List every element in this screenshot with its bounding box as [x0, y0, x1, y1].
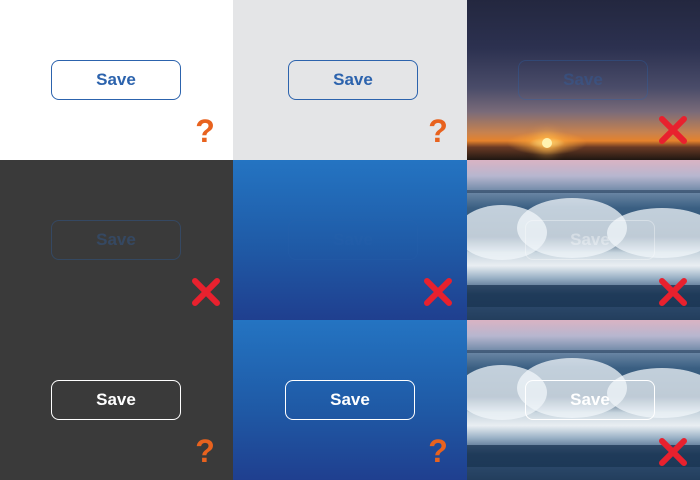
save-button[interactable]: Save: [51, 220, 181, 260]
save-button[interactable]: Save: [525, 380, 655, 420]
cell-dark-gray-background: Save ?: [0, 320, 233, 480]
cell-blue-gradient-background: Save ?: [233, 320, 467, 480]
cell-waves-photo-background: Save: [467, 320, 700, 480]
wave-foam: [607, 208, 700, 258]
x-cross-icon: [656, 113, 690, 147]
horizon-line: [467, 190, 700, 193]
cell-dark-gray-background: Save: [0, 160, 233, 320]
save-button[interactable]: Save: [51, 380, 181, 420]
wave-trough: [467, 285, 700, 307]
cell-blue-gradient-background: Save: [233, 160, 467, 320]
save-button[interactable]: Save: [288, 60, 418, 100]
save-button[interactable]: Save: [518, 60, 648, 100]
question-mark-icon: ?: [428, 433, 448, 469]
question-mark-icon: ?: [428, 113, 448, 149]
x-cross-icon: [189, 275, 223, 309]
x-cross-icon: [656, 435, 690, 469]
cell-white-background: Save ?: [0, 0, 233, 160]
save-button[interactable]: Save: [285, 380, 415, 420]
cell-light-gray-background: Save ?: [233, 0, 467, 160]
wave-trough: [467, 445, 700, 467]
wave-foam: [607, 368, 700, 418]
sun-image: [542, 138, 552, 148]
save-button[interactable]: Save: [525, 220, 655, 260]
horizon-line: [467, 350, 700, 353]
cell-sunset-photo-background: Save: [467, 0, 700, 160]
question-mark-icon: ?: [195, 113, 215, 149]
x-cross-icon: [656, 275, 690, 309]
save-button[interactable]: Save: [51, 60, 181, 100]
question-mark-icon: ?: [195, 433, 215, 469]
cell-waves-photo-background: Save: [467, 160, 700, 320]
save-button[interactable]: Save: [288, 220, 418, 260]
x-cross-icon: [421, 275, 455, 309]
